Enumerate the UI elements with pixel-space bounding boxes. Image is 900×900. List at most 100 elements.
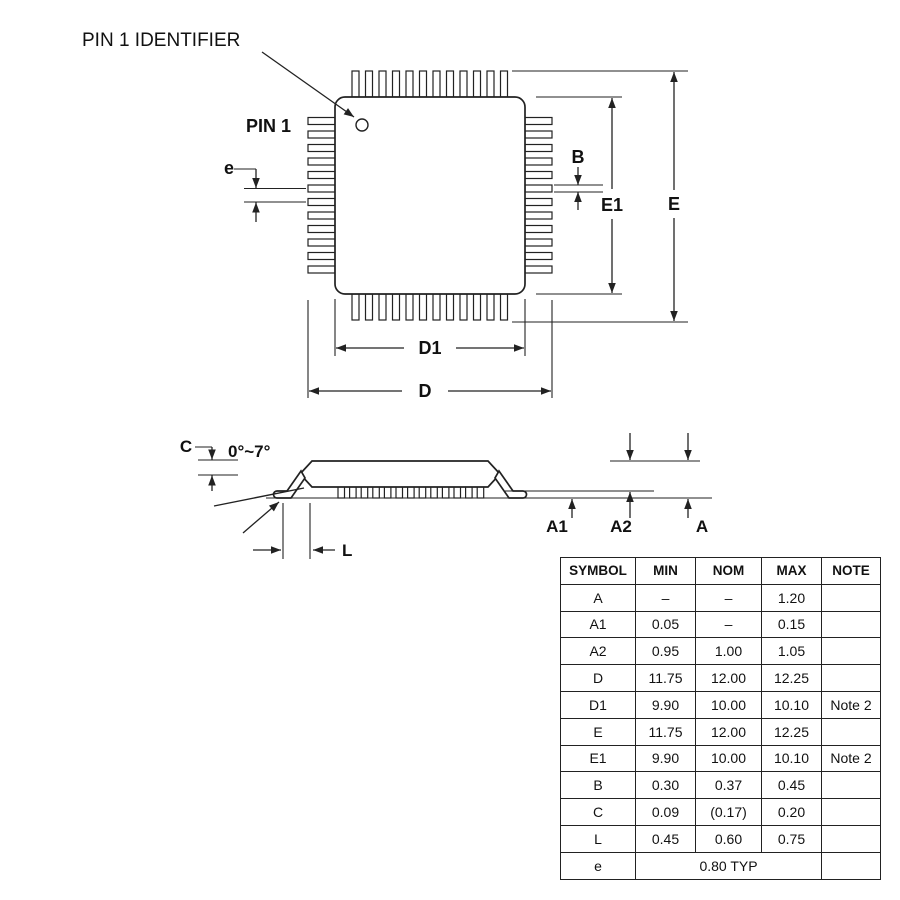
pin (364, 293, 374, 321)
cell-nom: 12.00 (695, 717, 762, 746)
d1-label: D1 (418, 338, 441, 358)
pin (418, 70, 428, 98)
pin (524, 197, 553, 207)
cell-note (821, 798, 881, 826)
pin1-marker-dot (355, 118, 369, 132)
cell-min: 11.75 (635, 717, 696, 746)
cell-typ-value: 0.80 TYP (635, 851, 822, 880)
pin (307, 265, 336, 274)
angle-ref-line (213, 487, 305, 507)
d-label: D (419, 381, 432, 401)
pin (459, 70, 468, 98)
pins-top (351, 70, 509, 98)
package-body (334, 96, 526, 295)
pin (378, 293, 387, 321)
pin (432, 70, 441, 98)
cell-min: – (635, 583, 696, 612)
pin1-identifier-label: PIN 1 IDENTIFIER (82, 30, 240, 51)
pin (524, 157, 553, 166)
table-row: A – – 1.20 (560, 583, 881, 612)
cell-min: 0.05 (635, 610, 696, 639)
dim-d: D (307, 300, 553, 401)
pin (307, 143, 336, 153)
cell-note (821, 664, 881, 692)
header-max: MAX (761, 557, 822, 585)
pin (307, 184, 336, 193)
c-label: C (180, 437, 192, 456)
cell-nom: – (695, 583, 762, 612)
table-row: E1 9.90 10.00 10.10 Note 2 (560, 744, 881, 773)
pin (307, 211, 336, 220)
pin (524, 251, 553, 261)
table-row: B 0.30 0.37 0.45 (560, 771, 881, 800)
cell-min: 9.90 (635, 690, 696, 719)
pin (459, 293, 468, 321)
dim-e1: E1 (536, 96, 623, 295)
side-body (298, 460, 502, 488)
header-note: NOTE (821, 557, 881, 585)
dim-d1: D1 (334, 299, 526, 358)
cell-nom: 0.37 (695, 771, 762, 800)
pins-left (307, 116, 336, 274)
pins-right (524, 116, 553, 274)
cell-note (821, 610, 881, 639)
e-label: e (224, 158, 234, 178)
pin (524, 211, 553, 220)
cell-max: 0.15 (761, 610, 822, 639)
pin (524, 130, 553, 139)
pin (432, 293, 441, 321)
cell-nom: 0.60 (695, 824, 762, 853)
table-row: A1 0.05 – 0.15 (560, 610, 881, 639)
cell-note: Note 2 (821, 744, 881, 773)
pin (499, 70, 509, 98)
e1-label: E1 (601, 195, 623, 215)
dim-e-overall: E (512, 70, 688, 323)
dim-b: B (554, 147, 603, 210)
cell-max: 1.20 (761, 583, 822, 612)
pins-bottom (351, 293, 509, 321)
cell-nom: 10.00 (695, 690, 762, 719)
pin (405, 293, 414, 321)
pin (391, 293, 401, 321)
cell-symbol: D (560, 664, 636, 692)
cell-nom: 12.00 (695, 664, 762, 692)
table-row: L 0.45 0.60 0.75 (560, 824, 881, 853)
pin (351, 293, 360, 321)
pin (524, 116, 553, 126)
pin (486, 70, 495, 98)
pin (391, 70, 401, 98)
pin (524, 265, 553, 274)
table-row: D 11.75 12.00 12.25 (560, 664, 881, 692)
angle-label: 0°~7° (228, 442, 271, 461)
cell-min: 11.75 (635, 664, 696, 692)
cell-nom: (0.17) (695, 798, 762, 826)
cell-max: 12.25 (761, 717, 822, 746)
cell-symbol: B (560, 771, 636, 800)
dim-c: C (180, 437, 238, 491)
pin (378, 70, 387, 98)
cell-nom: – (695, 610, 762, 639)
table-row: C 0.09 (0.17) 0.20 (560, 798, 881, 826)
pin (486, 293, 495, 321)
pin (472, 70, 482, 98)
pin (307, 170, 336, 180)
drawing-svg: PIN 1 IDENTIFIER PIN 1 e B E1 (82, 30, 712, 560)
table-row: A2 0.95 1.00 1.05 (560, 637, 881, 666)
cell-note (821, 583, 881, 612)
cell-symbol: D1 (560, 690, 636, 719)
cell-note (821, 637, 881, 666)
pin (472, 293, 482, 321)
l-label: L (342, 541, 352, 560)
cell-nom: 10.00 (695, 744, 762, 773)
lead-angle: 0°~7° (213, 442, 305, 534)
dim-e: e (224, 158, 306, 222)
cell-max: 10.10 (761, 744, 822, 773)
pin1-leader-line (261, 51, 355, 118)
cell-max: 0.75 (761, 824, 822, 853)
cell-symbol: A1 (560, 610, 636, 639)
cell-max: 0.45 (761, 771, 822, 800)
cell-min: 0.45 (635, 824, 696, 853)
cell-min: 9.90 (635, 744, 696, 773)
table-row: D1 9.90 10.00 10.10 Note 2 (560, 690, 881, 719)
